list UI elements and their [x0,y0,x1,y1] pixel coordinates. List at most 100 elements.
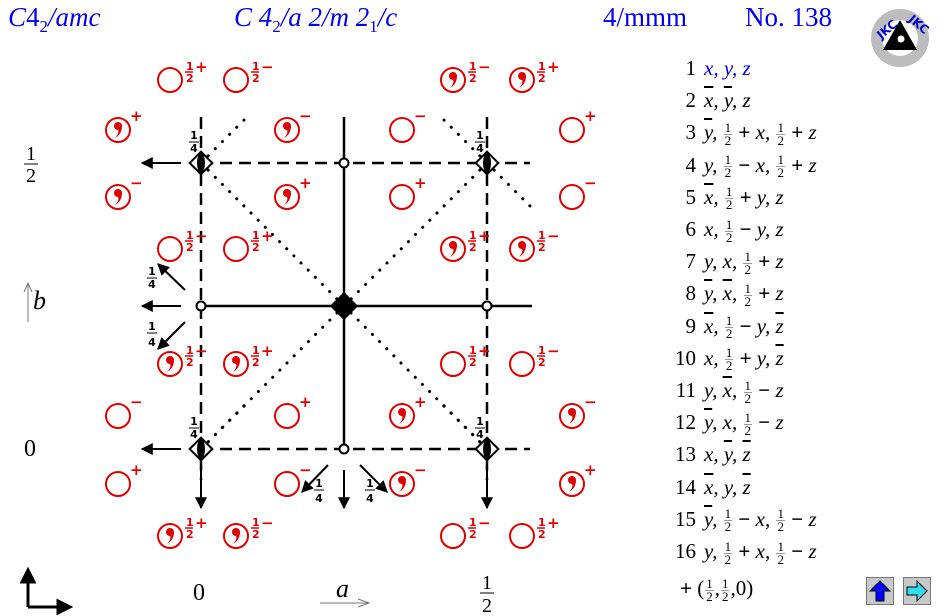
svg-text:1: 1 [148,265,156,278]
svg-text:+: + [130,107,143,125]
position-circle: 12− [223,58,274,93]
svg-text:2: 2 [252,241,260,254]
svg-text:4: 4 [148,336,156,349]
origin-axes-icon [19,566,74,616]
x-half-label: 1 [482,572,492,594]
jkc-logo[interactable]: JKC JKC [870,8,930,68]
inversion-centers [195,157,493,455]
svg-text:2: 2 [186,356,194,369]
position-comma-circle: − [105,174,143,210]
svg-text:1: 1 [469,516,477,529]
svg-text:+: + [547,58,560,76]
svg-text:2: 2 [469,528,477,541]
svg-text:1: 1 [469,60,477,73]
svg-text:1: 1 [190,129,198,142]
point-group: 4/mmm [603,2,688,32]
position-comma-circle: 12+ [440,227,491,262]
svg-text:+: + [414,174,427,192]
svg-text:4: 4 [190,428,198,441]
svg-text:2: 2 [186,241,194,254]
svg-text:+: + [261,227,274,245]
position-comma-circle: − [389,461,427,497]
up-button[interactable] [866,577,894,605]
svg-text:1: 1 [469,344,477,357]
svg-text:1: 1 [315,477,323,490]
svg-text:1: 1 [252,229,260,242]
fourfold-axis-icon [329,291,359,321]
b-axis-arrow [23,281,33,322]
position-circle: + [274,393,312,429]
next-button[interactable] [903,577,931,605]
svg-text:−: − [261,58,274,76]
position-comma-circle: + [274,174,312,210]
svg-text:−: − [414,461,427,479]
position-circle: + [389,174,427,210]
svg-text:1: 1 [538,60,546,73]
svg-text:+: + [478,227,491,245]
position-circle: 12+ [157,58,208,93]
position-comma-circle: 12− [157,342,208,377]
svg-text:2: 2 [252,528,260,541]
y-zero-label: 0 [24,436,36,462]
svg-text:+: + [299,393,312,411]
position-comma-circle: 12+ [509,58,560,93]
svg-text:+: + [195,58,208,76]
svg-text:2: 2 [538,356,546,369]
svg-text:−: − [478,514,491,532]
position-circle: − [274,461,312,497]
svg-text:1: 1 [190,415,198,428]
position-circle: − [389,107,427,143]
position-circle: + [559,107,597,143]
full-symbol: C 42/a 2/m 21/c [234,2,398,36]
svg-text:−: − [547,342,560,360]
svg-text:4: 4 [190,142,198,155]
svg-text:+: + [547,514,560,532]
svg-text:1: 1 [538,344,546,357]
position-circle: − [559,174,597,210]
position-comma-circle: 12+ [223,342,274,377]
svg-text:−: − [130,393,143,411]
svg-text:2: 2 [469,356,477,369]
svg-text:1: 1 [186,229,194,242]
svg-text:−: − [478,58,491,76]
a-axis-label: a [336,574,349,603]
svg-text:4: 4 [476,428,484,441]
svg-text:1: 1 [538,516,546,529]
position-circle: + [105,461,143,497]
svg-text:2: 2 [469,241,477,254]
svg-text:1: 1 [252,516,260,529]
svg-text:−: − [547,227,560,245]
quarter-labels: 14 14 14 14 14 14 14 14 [147,129,485,505]
svg-text:+: + [299,174,312,192]
svg-text:−: − [130,174,143,192]
position-circle: 12+ [509,514,560,549]
twofold-axes-arrows [140,157,493,510]
general-positions: 12+12−12−12++−−+−++−12−12+12+12−12−12+12… [105,58,597,549]
position-circle: 12− [440,514,491,549]
svg-text:4: 4 [148,278,156,291]
svg-text:1: 1 [186,60,194,73]
svg-text:+: + [584,461,597,479]
svg-text:+: + [478,342,491,360]
position-circle: 12− [157,227,208,262]
svg-text:2: 2 [252,72,260,85]
svg-text:+: + [261,342,274,360]
svg-text:−: − [584,393,597,411]
space-group-number: No. 138 [745,2,832,32]
svg-text:2: 2 [26,165,36,187]
position-comma-circle: + [105,107,143,143]
svg-text:−: − [299,107,312,125]
